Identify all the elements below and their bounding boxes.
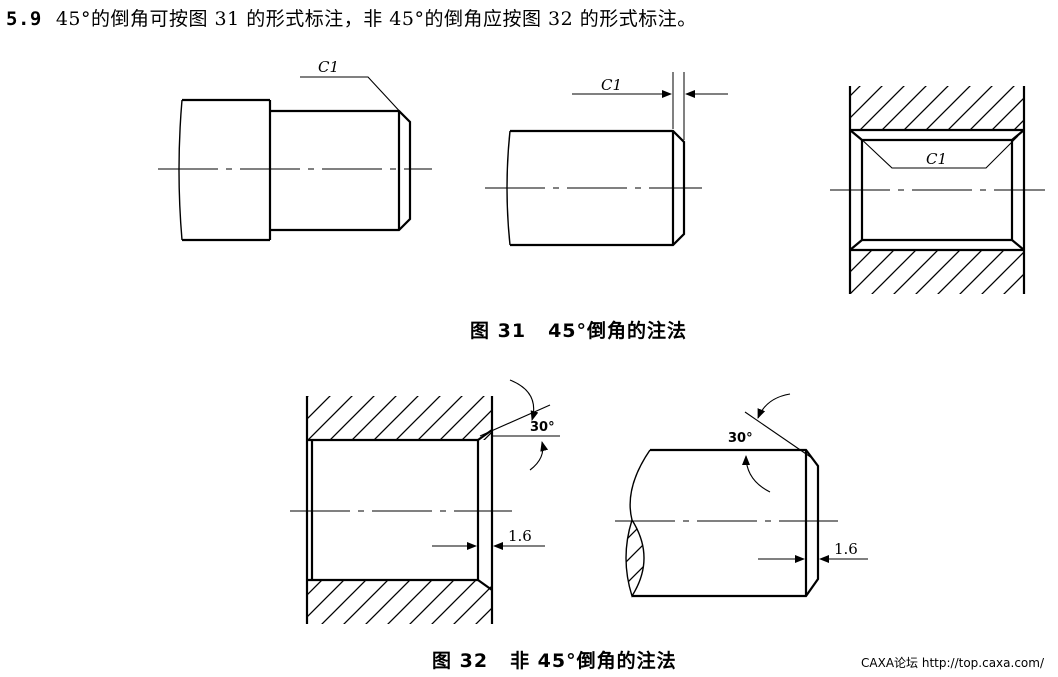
section-heading: 5.9 45°的倒角可按图 31 的形式标注，非 45°的倒角应按图 32 的形式… <box>6 4 697 31</box>
fig32-bore-section <box>290 379 560 624</box>
fig31-shaft-end <box>485 72 728 247</box>
figure32-caption-text: 非 45°倒角的注法 <box>510 650 677 672</box>
fig32-right-length: 1.6 <box>834 540 858 558</box>
figure31-label: 图 31 <box>470 320 527 342</box>
forum-watermark: CAXA论坛 http://top.caxa.com/ <box>861 656 1044 670</box>
figure31-caption: 图 31 45°倒角的注法 <box>470 316 687 343</box>
fig32-left-angle: 30° <box>530 420 555 435</box>
fig32-left-length: 1.6 <box>508 527 532 545</box>
fig31-bore-section <box>830 86 1045 294</box>
fig31-dim-c: C1 <box>926 150 947 168</box>
fig31-stepped-shaft <box>158 76 432 242</box>
section-number: 5.9 <box>6 8 42 30</box>
figure32-caption: 图 32 非 45°倒角的注法 <box>432 646 677 673</box>
figure31-caption-text: 45°倒角的注法 <box>548 320 688 342</box>
fig31-dim-b: C1 <box>601 76 622 94</box>
figure32-label: 图 32 <box>432 650 489 672</box>
fig32-right-angle: 30° <box>728 431 753 446</box>
fig31-dim-a: C1 <box>318 58 339 76</box>
fig32-shaft <box>615 393 868 598</box>
section-text: 45°的倒角可按图 31 的形式标注，非 45°的倒角应按图 32 的形式标注。 <box>55 8 697 30</box>
